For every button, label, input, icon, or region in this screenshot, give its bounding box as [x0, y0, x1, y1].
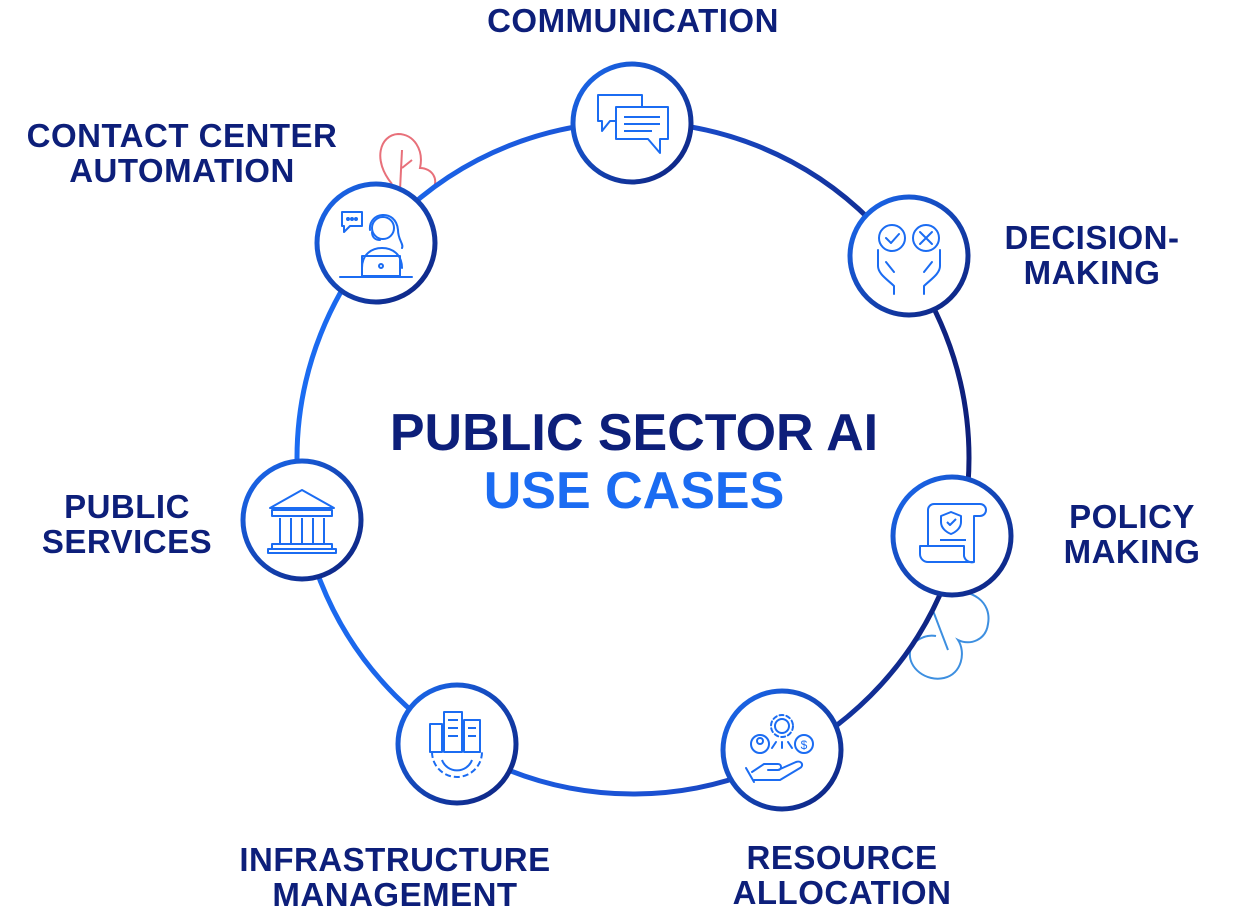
- node-infrastructure-management: [398, 685, 516, 803]
- node-contact-center-automation: [317, 184, 435, 302]
- node-resource-allocation: $: [723, 691, 841, 809]
- label-communication: COMMUNICATION: [478, 3, 788, 38]
- blue-leaf-decoration: [910, 591, 989, 678]
- label-public-services: PUBLIC SERVICES: [36, 489, 218, 559]
- node-decision-making: [850, 197, 968, 315]
- label-decision-making: DECISION- MAKING: [996, 220, 1188, 290]
- node-communication: [573, 64, 691, 182]
- pink-leaf-decoration: [380, 134, 435, 190]
- diagram-title: PUBLIC SECTOR AI: [334, 404, 934, 462]
- label-infrastructure-management: INFRASTRUCTURE MANAGEMENT: [228, 842, 562, 912]
- label-contact-center-automation: CONTACT CENTER AUTOMATION: [20, 118, 344, 188]
- svg-text:$: $: [801, 738, 808, 752]
- label-resource-allocation: RESOURCE ALLOCATION: [724, 840, 960, 910]
- diagram-subtitle: USE CASES: [334, 462, 934, 520]
- label-policy-making: POLICY MAKING: [1052, 499, 1212, 569]
